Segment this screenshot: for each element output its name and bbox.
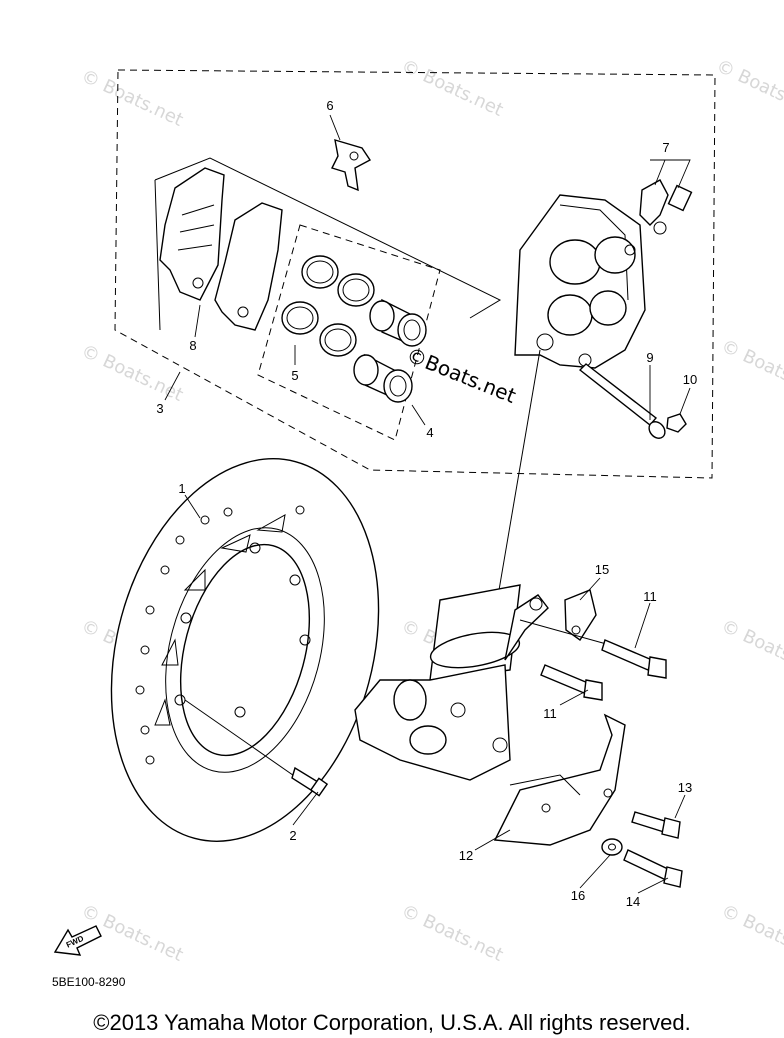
- brake-pad-outer: [159, 167, 225, 301]
- watermark: © Boats.net: [78, 340, 186, 405]
- cover-bolt-upper: [631, 811, 681, 839]
- caliper-nut: [666, 413, 687, 433]
- caliper-body: [514, 194, 646, 369]
- callout-2: 2: [289, 828, 296, 843]
- washer: [601, 838, 623, 856]
- watermark: © Boats.net: [398, 900, 506, 965]
- brake-pad-inner: [214, 202, 283, 331]
- callout-3: 3: [156, 401, 163, 416]
- callout-15: 15: [595, 562, 609, 577]
- callout-6: 6: [326, 98, 333, 113]
- callout-16: 16: [571, 888, 585, 903]
- mount-bolt-lower: [540, 664, 603, 701]
- mount-bolt-upper: [519, 619, 667, 679]
- pad-spring-clip: [331, 139, 372, 192]
- piston-seals: [281, 255, 375, 357]
- callout-11-lower: 11: [543, 706, 557, 721]
- callout-1: 1: [178, 481, 185, 496]
- callout-10: 10: [683, 372, 697, 387]
- diagram-code: 5BE100-8290: [52, 975, 126, 989]
- parts-diagram: © Boats.net © Boats.net © Boats.net © Bo…: [53, 55, 784, 966]
- bracket-plate: [564, 589, 597, 641]
- forward-arrow-icon: FWD: [53, 925, 102, 956]
- watermark: © Boats.net: [398, 55, 506, 120]
- callout-5: 5: [291, 368, 298, 383]
- fork-leg: [354, 584, 549, 781]
- callout-11-upper: 11: [643, 589, 657, 604]
- watermark: © Boats.net: [718, 900, 784, 965]
- cover-bolt-lower: [623, 849, 683, 888]
- watermark: © Boats.net: [718, 335, 784, 400]
- pad-plane-outline: [154, 157, 502, 331]
- watermark: © Boats.net: [713, 55, 784, 120]
- callout-9: 9: [646, 350, 653, 365]
- watermark: © Boats.net: [78, 65, 186, 130]
- callout-7: 7: [662, 140, 669, 155]
- callout-12: 12: [459, 848, 473, 863]
- brake-disc: [110, 458, 380, 842]
- caliper-pistons: [353, 298, 427, 403]
- disc-cover: [493, 713, 626, 846]
- bleed-screw: [639, 179, 693, 235]
- copyright-notice: ©2013 Yamaha Motor Corporation, U.S.A. A…: [93, 1010, 691, 1035]
- callout-13: 13: [678, 780, 692, 795]
- callout-4: 4: [426, 425, 433, 440]
- piston-group-outline: [257, 224, 441, 441]
- watermark: © Boats.net: [718, 615, 784, 680]
- callouts: 1 2 3 4 5 6 7 8 9 10 11 11 12 13 14 15 1…: [156, 98, 697, 909]
- leader-lines: [164, 114, 691, 894]
- caliper-group-outline: [114, 69, 716, 479]
- caliper-bolt: [578, 363, 666, 439]
- disc-bolt: [184, 699, 329, 797]
- callout-8: 8: [189, 338, 196, 353]
- callout-14: 14: [626, 894, 640, 909]
- watermark-center: ©Boats.net: [403, 342, 519, 408]
